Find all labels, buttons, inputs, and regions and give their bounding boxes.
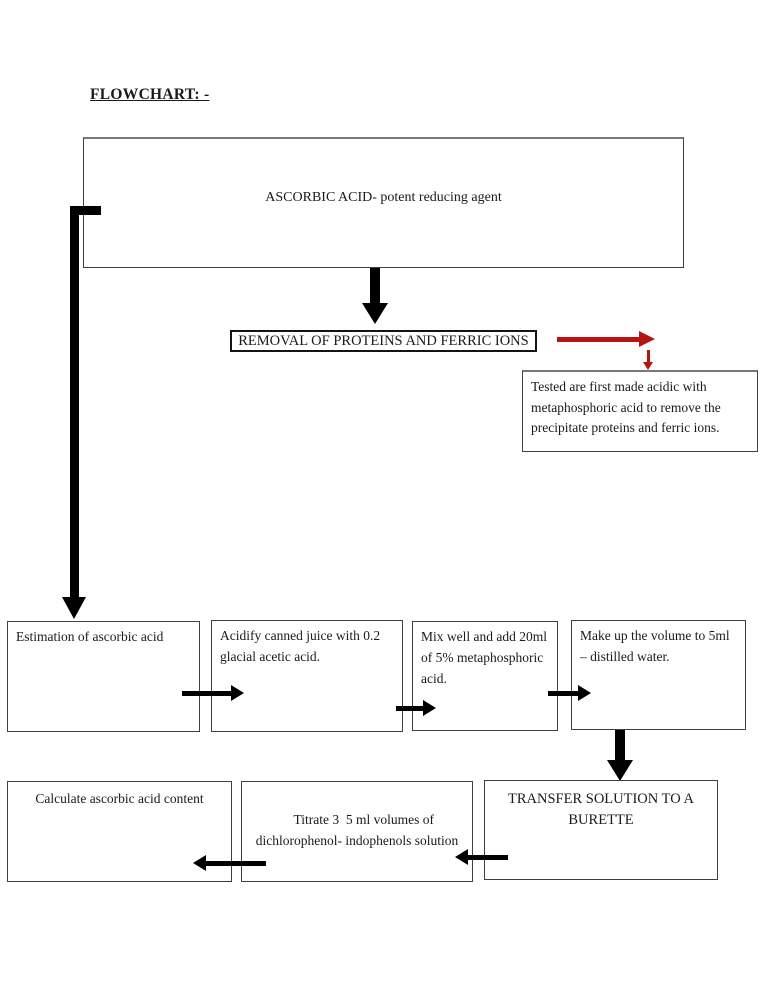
node-ascorbic-acid-label: ASCORBIC ACID- potent reducing agent [265,189,502,205]
node-make-up-volume-label: Make up the volume to 5ml – distilled wa… [580,628,730,664]
node-transfer: TRANSFER SOLUTION TO A BURETTE [484,780,718,880]
node-titrate: Titrate 3 5 ml volumes of dichlorophenol… [241,781,473,882]
elbow-connector-arrowhead-icon [62,597,86,619]
red-right-arrow-shaft [557,337,640,342]
elbow-connector-horizontal [72,206,101,215]
elbow-connector-vertical [70,206,79,598]
node-mix-well: Mix well and add 20ml of 5% metaphosphor… [412,621,558,731]
node-calculate-label: Calculate ascorbic acid content [35,791,204,806]
red-right-arrow-head-icon [639,331,655,347]
node-tested-note: Tested are first made acidic with metaph… [522,370,758,452]
node-acidify-label: Acidify canned juice with 0.2 glacial ac… [220,628,381,664]
arrow-acidify-mix-head-icon [423,700,436,716]
node-titrate-label: Titrate 3 5 ml volumes of dichlorophenol… [255,812,459,848]
node-removal-label: REMOVAL OF PROTEINS AND FERRIC IONS [238,332,529,349]
arrow-transfer-titrate-shaft [466,855,508,860]
node-estimation: Estimation of ascorbic acid [7,621,200,732]
node-make-up-volume: Make up the volume to 5ml – distilled wa… [571,620,746,730]
node-tested-note-label: Tested are first made acidic with metaph… [531,379,721,435]
arrow-estimation-acidify-shaft [182,691,232,696]
node-acidify: Acidify canned juice with 0.2 glacial ac… [211,620,403,732]
node-ascorbic-acid: ASCORBIC ACID- potent reducing agent [83,137,684,268]
page-title: FLOWCHART: - [90,86,210,103]
arrow-estimation-acidify-head-icon [231,685,244,701]
arrow-mix-makeup-shaft [548,691,579,696]
down-arrow-2-shaft [615,730,625,762]
down-arrow-2-head-icon [607,760,633,781]
node-removal: REMOVAL OF PROTEINS AND FERRIC IONS [230,330,537,352]
red-down-arrow-shaft [647,350,650,363]
node-mix-well-label: Mix well and add 20ml of 5% metaphosphor… [421,629,547,686]
down-arrow-1-shaft [370,268,380,305]
down-arrow-1-head-icon [362,303,388,324]
arrow-acidify-mix-shaft [396,706,424,711]
arrow-mix-makeup-head-icon [578,685,591,701]
arrow-transfer-titrate-head-icon [455,849,468,865]
node-transfer-label: TRANSFER SOLUTION TO A BURETTE [508,791,694,828]
arrow-titrate-calculate-head-icon [193,855,206,871]
red-down-arrow-head-icon [643,362,653,370]
arrow-titrate-calculate-shaft [204,861,266,866]
node-estimation-label: Estimation of ascorbic acid [16,629,164,644]
